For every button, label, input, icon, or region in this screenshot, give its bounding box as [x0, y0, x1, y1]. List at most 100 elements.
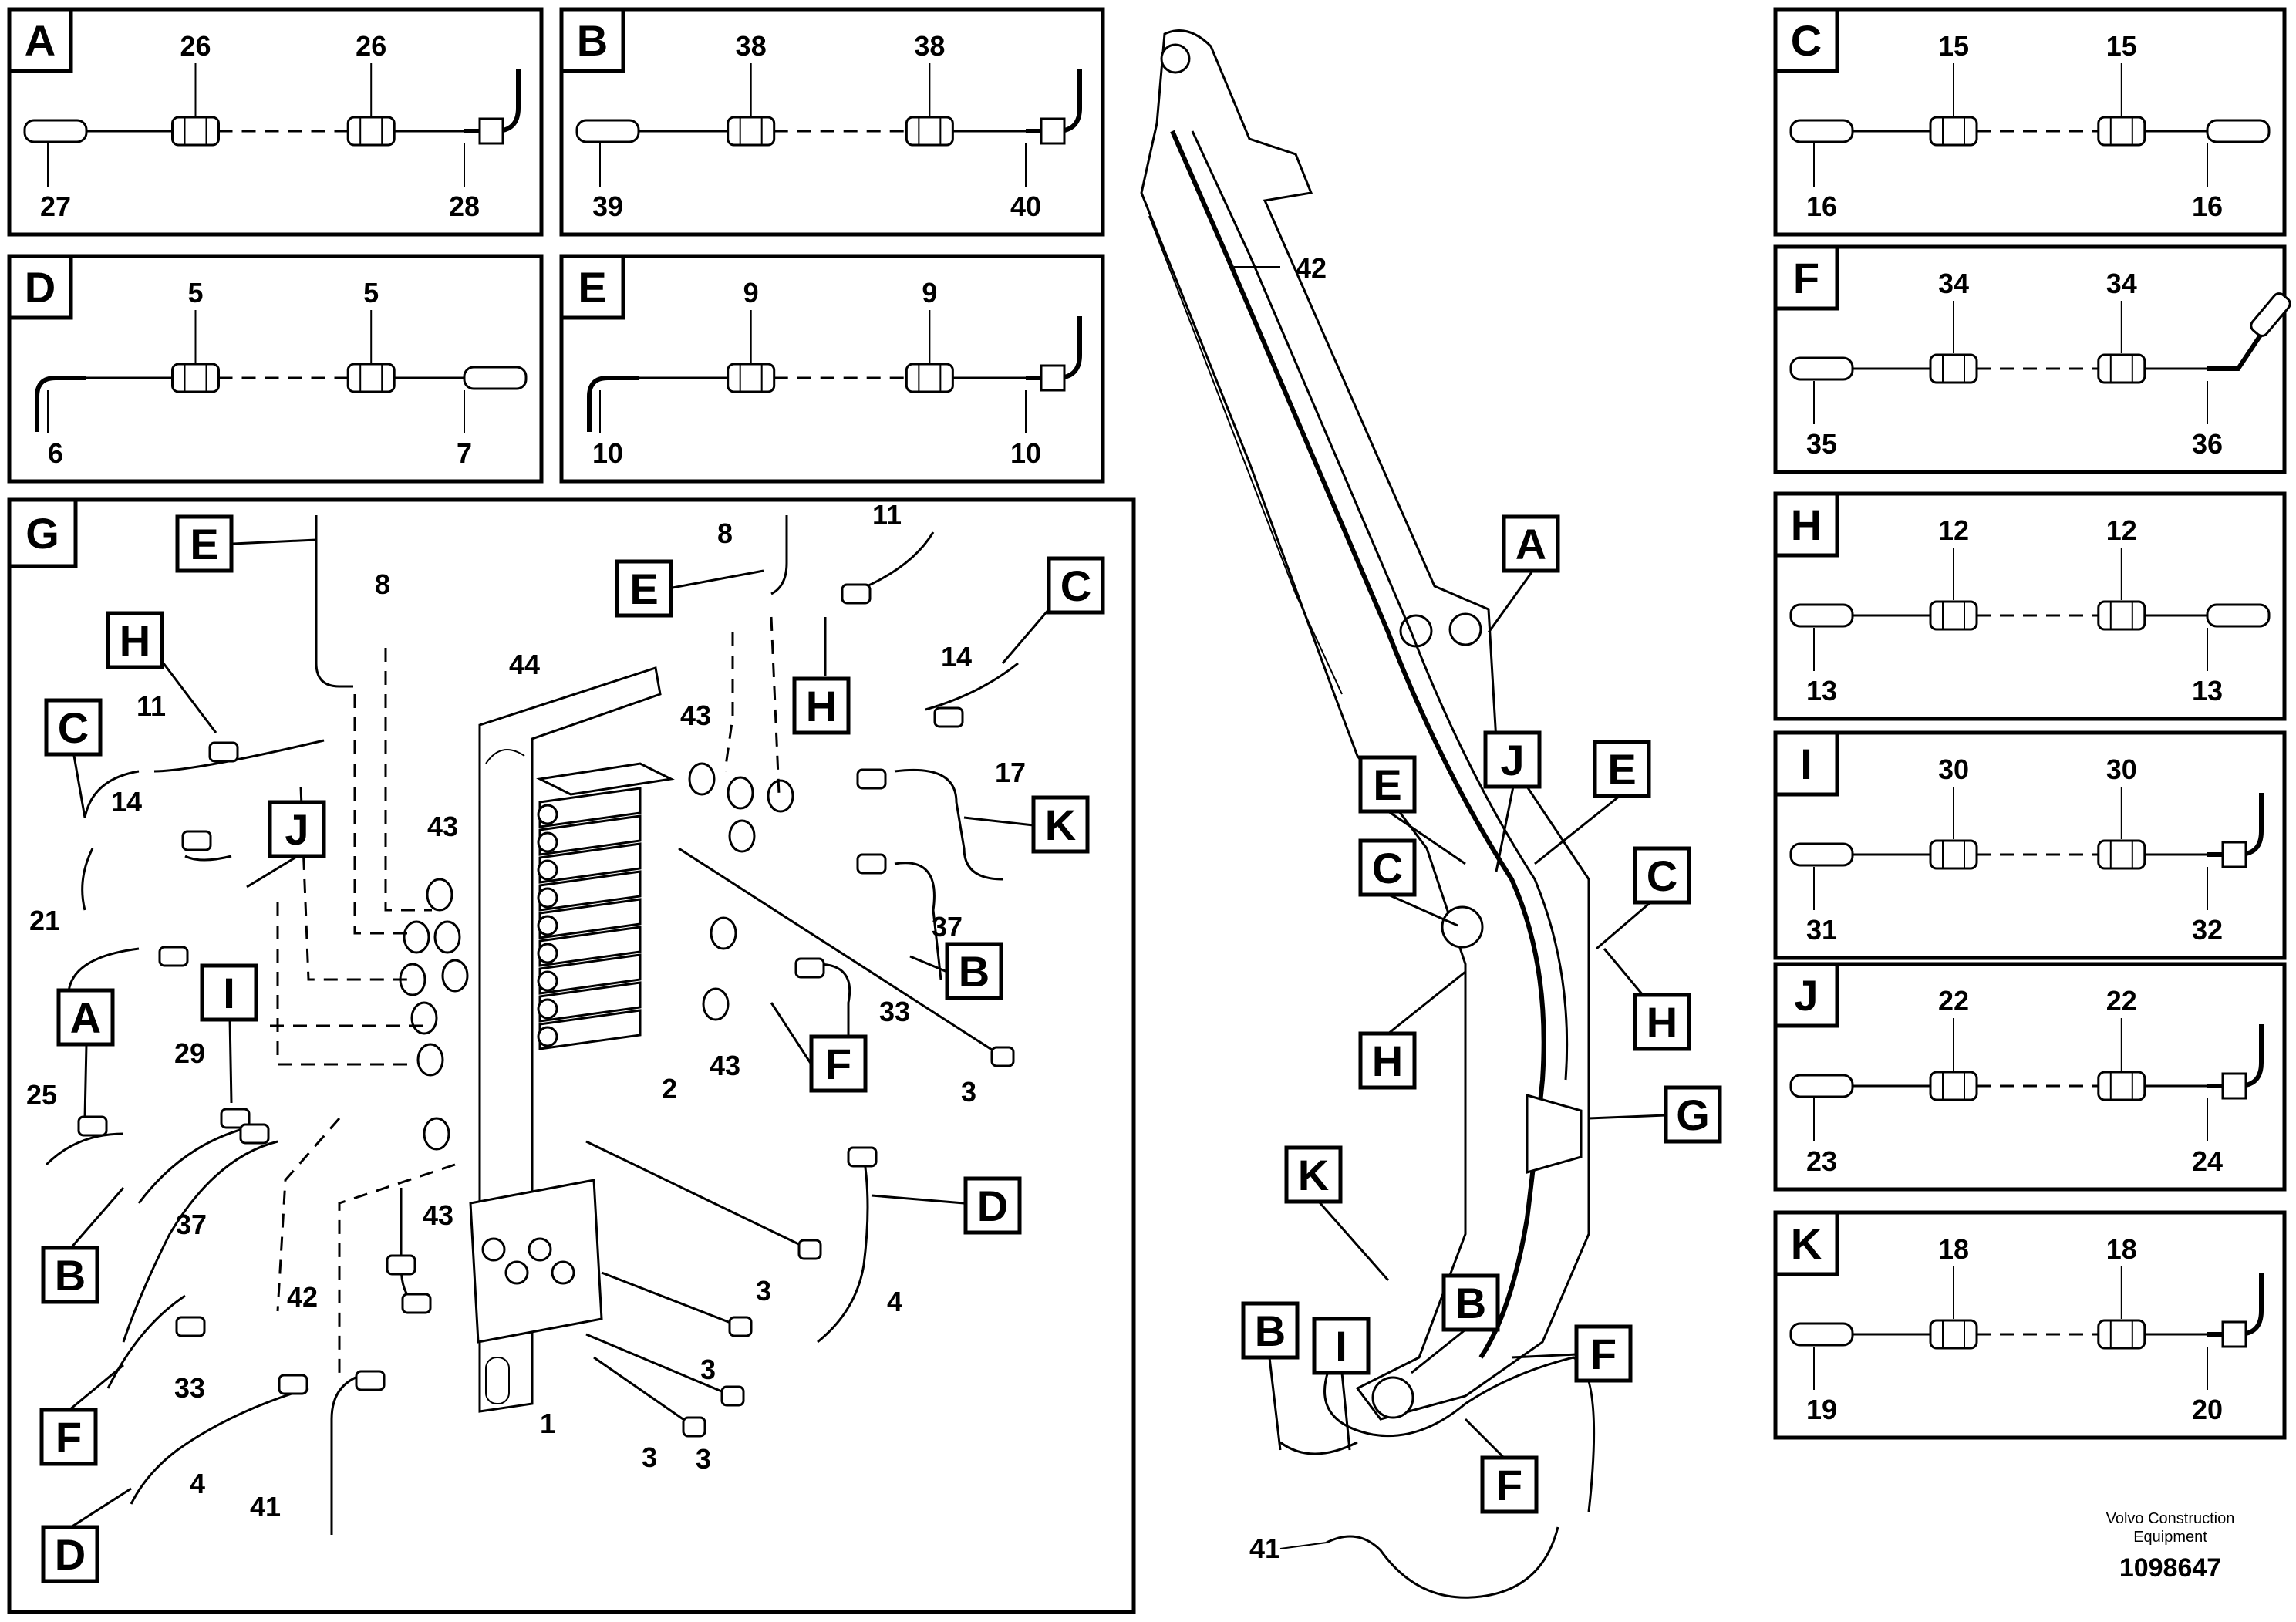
valve-port: [481, 1237, 506, 1262]
label-letter: E: [629, 565, 658, 613]
fitting-body: [1929, 1071, 1978, 1101]
routing-dash: [770, 616, 781, 795]
coupling-left: [727, 116, 776, 147]
boom-callout-b: B: [1241, 1301, 1300, 1360]
boom-callout-leader: [1340, 1372, 1351, 1451]
hose-fitting: [856, 853, 887, 875]
callout-f: F: [809, 1034, 868, 1093]
bolt-shank: [601, 1271, 741, 1328]
fitting-body: [905, 363, 954, 393]
boom-callout-g: G: [1664, 1085, 1722, 1144]
part-number: 43: [423, 1199, 453, 1231]
part-number-top-right: 12: [2106, 514, 2137, 546]
o-ring: [416, 1043, 444, 1077]
callout-leader: [72, 755, 86, 818]
lower-valve-block: [469, 1179, 603, 1344]
panel-frame: [7, 7, 544, 237]
part-number-top-right: 5: [363, 277, 379, 309]
panel-letter: I: [1773, 730, 1839, 797]
panel-frame: [1773, 491, 2287, 721]
hose-fitting: [355, 1370, 386, 1391]
callout-leader: [69, 1364, 124, 1411]
callout-e: E: [615, 559, 673, 618]
label-box: [106, 611, 164, 669]
panel-frame: [559, 254, 1105, 484]
coupling-right: [2097, 116, 2146, 147]
boom-callout-leader: [1317, 1201, 1390, 1281]
callout-leader: [83, 1044, 88, 1119]
hose-line: [925, 662, 1019, 711]
hose-fitting: [239, 1123, 270, 1145]
label-letter: E: [1373, 760, 1401, 809]
label-letter: E: [190, 520, 218, 568]
part-number-bottom-right: 32: [2192, 914, 2223, 946]
o-ring: [710, 916, 737, 950]
part-number: 3: [700, 1354, 716, 1385]
boom-callout-leader: [1511, 1353, 1577, 1359]
hose-line: [122, 1140, 278, 1343]
panel-letter: K: [1773, 1210, 1839, 1276]
label-box: [1312, 1317, 1371, 1375]
bolt-head: [728, 1316, 753, 1337]
boom-callout-f: F: [1574, 1324, 1633, 1383]
hose-line: [400, 1188, 417, 1305]
boom-callout-leader: [1464, 1418, 1505, 1459]
part-number: 8: [717, 518, 733, 549]
part-number-top-left: 9: [743, 277, 759, 309]
panel-letter: D: [7, 254, 73, 320]
label-letter: D: [977, 1182, 1008, 1230]
part-number-bottom-left: 23: [1806, 1145, 1837, 1177]
fitting-body: [905, 116, 954, 147]
part-number-bottom-left: 35: [1806, 428, 1837, 460]
label-letter: B: [577, 16, 608, 65]
hose-fitting: [847, 1146, 878, 1168]
label-letter: E: [1607, 745, 1636, 794]
part-number: 44: [509, 649, 540, 680]
elbow-end-left: [35, 376, 86, 432]
panel-letter: G: [7, 497, 78, 568]
callout-e: E: [175, 514, 234, 573]
hose-line: [81, 848, 94, 911]
fitting-body: [1929, 353, 1978, 384]
boom-part-number: 42: [1296, 252, 1327, 284]
boom-callout-leader: [1487, 572, 1533, 633]
boom-hose-route: [1170, 130, 1546, 1359]
label-box: [44, 698, 103, 757]
boom-part-number: 41: [1249, 1533, 1280, 1564]
boom-callout-c: C: [1358, 838, 1417, 897]
part-number-bottom-right: 24: [2192, 1145, 2223, 1177]
bolt-head: [720, 1385, 745, 1407]
panel-frame: [1773, 7, 2287, 237]
part-number-top-right: 26: [356, 30, 386, 62]
hose-fitting: [841, 583, 872, 605]
o-ring: [441, 959, 469, 993]
nipple-end-right: [2207, 321, 2271, 371]
label-letter: A: [1515, 520, 1546, 568]
part-number-bottom-left: 10: [592, 437, 623, 469]
bracket-slot: [485, 1357, 510, 1404]
label-letter: H: [806, 682, 837, 730]
label-box: [1633, 846, 1691, 905]
manifold-port: [537, 831, 558, 853]
part-number: 37: [932, 911, 963, 943]
part-number-bottom-right: 28: [449, 191, 480, 222]
boom-callout-h: H: [1633, 993, 1691, 1051]
boom-pin: [1160, 43, 1191, 74]
panel-letter: B: [559, 7, 625, 73]
bracket-slot: [485, 749, 525, 764]
coupling-left: [171, 116, 220, 147]
elbow-end-left: [587, 376, 639, 432]
brand-line-2: Equipment: [2133, 1529, 2207, 1546]
straight-end-left: [1789, 603, 1854, 628]
label-box: [615, 559, 673, 618]
part-number: 29: [174, 1037, 205, 1069]
straight-end-right: [2206, 603, 2271, 628]
nipple-tip: [2250, 292, 2291, 337]
valve-port: [504, 1260, 529, 1285]
label-box: [1441, 1273, 1500, 1332]
coupling-left: [1929, 1319, 1978, 1350]
hose-fitting: [181, 830, 212, 851]
label-box: [963, 1176, 1022, 1235]
